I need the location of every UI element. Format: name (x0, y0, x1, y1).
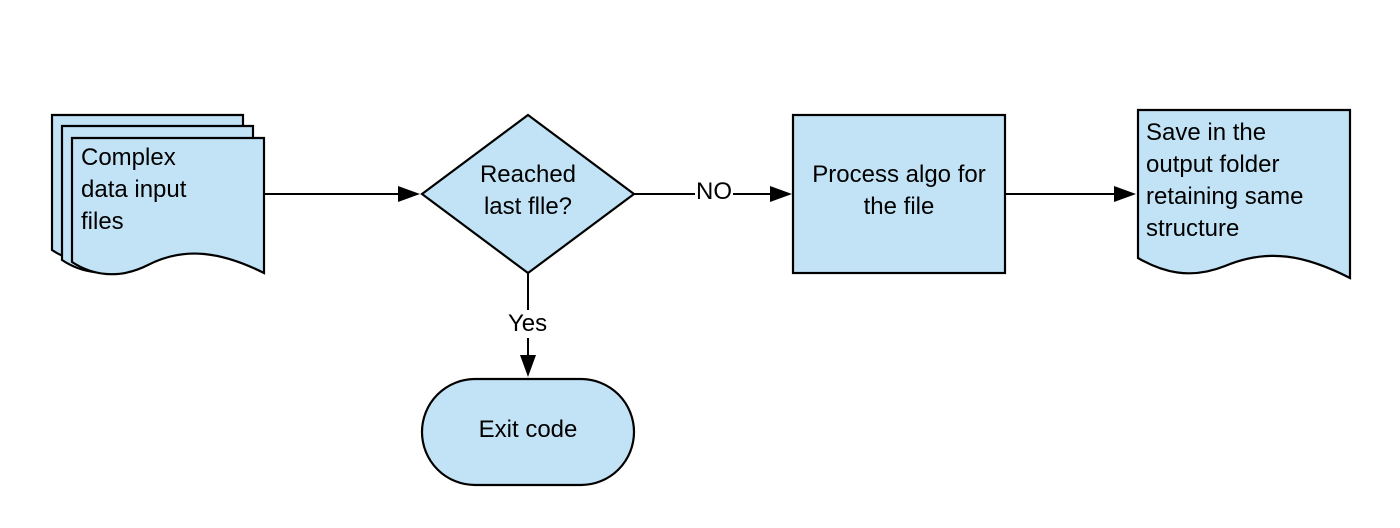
edge-label-yes: Yes (507, 310, 549, 338)
process-node (791, 113, 1007, 275)
input-files-label: Complex data input files (81, 144, 187, 235)
edge-label-no: NO (695, 178, 733, 206)
decision-label: Reached last flle? (479, 161, 577, 220)
edge-input-to-decision (264, 186, 420, 202)
input-files-node (50, 113, 266, 276)
output-document-node (1136, 108, 1352, 280)
process-label: Process algo for the file (812, 161, 986, 220)
input-files-doc-front (70, 136, 266, 276)
output-document-label: Save in the output folder retaining same… (1146, 119, 1304, 242)
exit-label: Exit code (478, 416, 578, 443)
exit-node (420, 377, 636, 487)
edge-process-to-output (1005, 186, 1136, 202)
